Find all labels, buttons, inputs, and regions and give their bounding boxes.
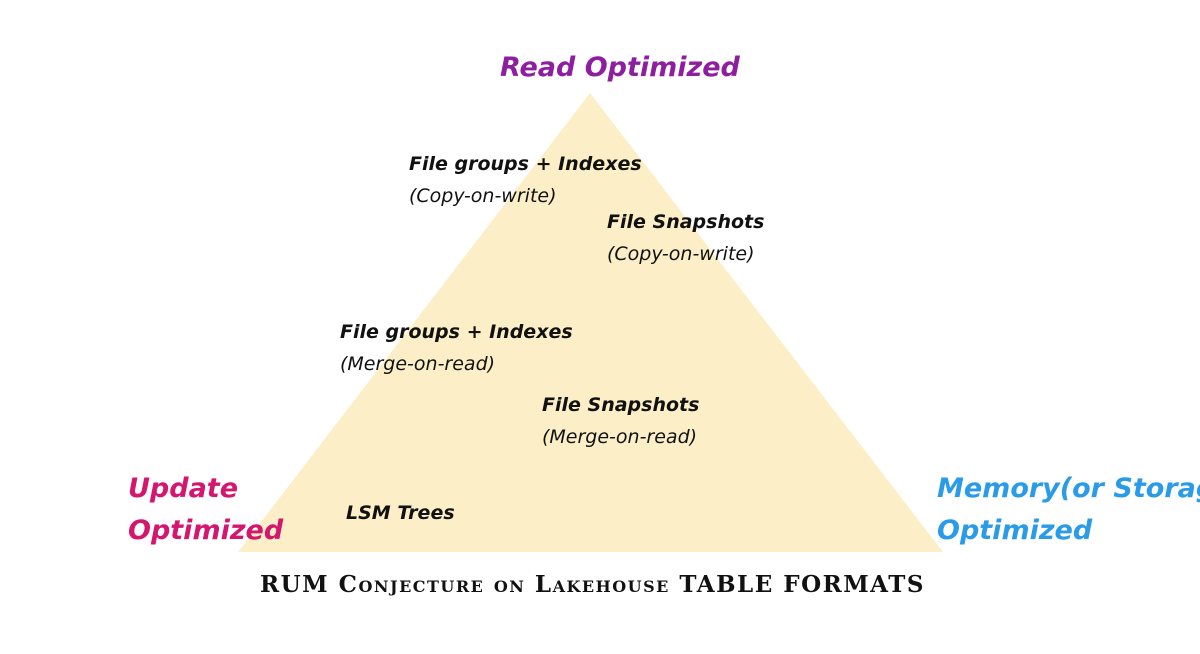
update-label-line1: Update: [128, 473, 239, 504]
item-name: File groups + Indexes: [340, 321, 573, 343]
item-file-groups-mor: File groups + Indexes (Merge-on-read): [340, 316, 573, 380]
item-name: File groups + Indexes: [409, 153, 642, 175]
item-mode: (Merge-on-read): [542, 426, 698, 448]
item-name: File Snapshots: [542, 394, 700, 416]
update-optimized-label: Update Optimized: [128, 468, 283, 552]
triangle-shape: [238, 93, 943, 552]
memory-label-line2: Optimized: [937, 515, 1093, 546]
item-mode: (Copy-on-write): [607, 243, 755, 265]
read-optimized-label: Read Optimized: [500, 52, 740, 83]
item-lsm-trees: LSM Trees: [346, 497, 455, 529]
item-file-groups-cow: File groups + Indexes (Copy-on-write): [409, 148, 642, 212]
item-name: File Snapshots: [607, 211, 765, 233]
item-mode: (Merge-on-read): [340, 353, 496, 375]
item-file-snapshots-cow: File Snapshots (Copy-on-write): [607, 206, 764, 270]
diagram-caption: RUM Conjecture on Lakehouse TABLE FORMAT…: [260, 571, 925, 598]
memory-optimized-label: Memory(or Storage) Optimized: [937, 468, 1200, 552]
update-label-line2: Optimized: [128, 515, 284, 546]
memory-label-line1: Memory(or Storage): [937, 473, 1200, 504]
item-mode: (Copy-on-write): [409, 185, 557, 207]
item-file-snapshots-mor: File Snapshots (Merge-on-read): [542, 389, 699, 453]
item-name: LSM Trees: [346, 502, 455, 524]
